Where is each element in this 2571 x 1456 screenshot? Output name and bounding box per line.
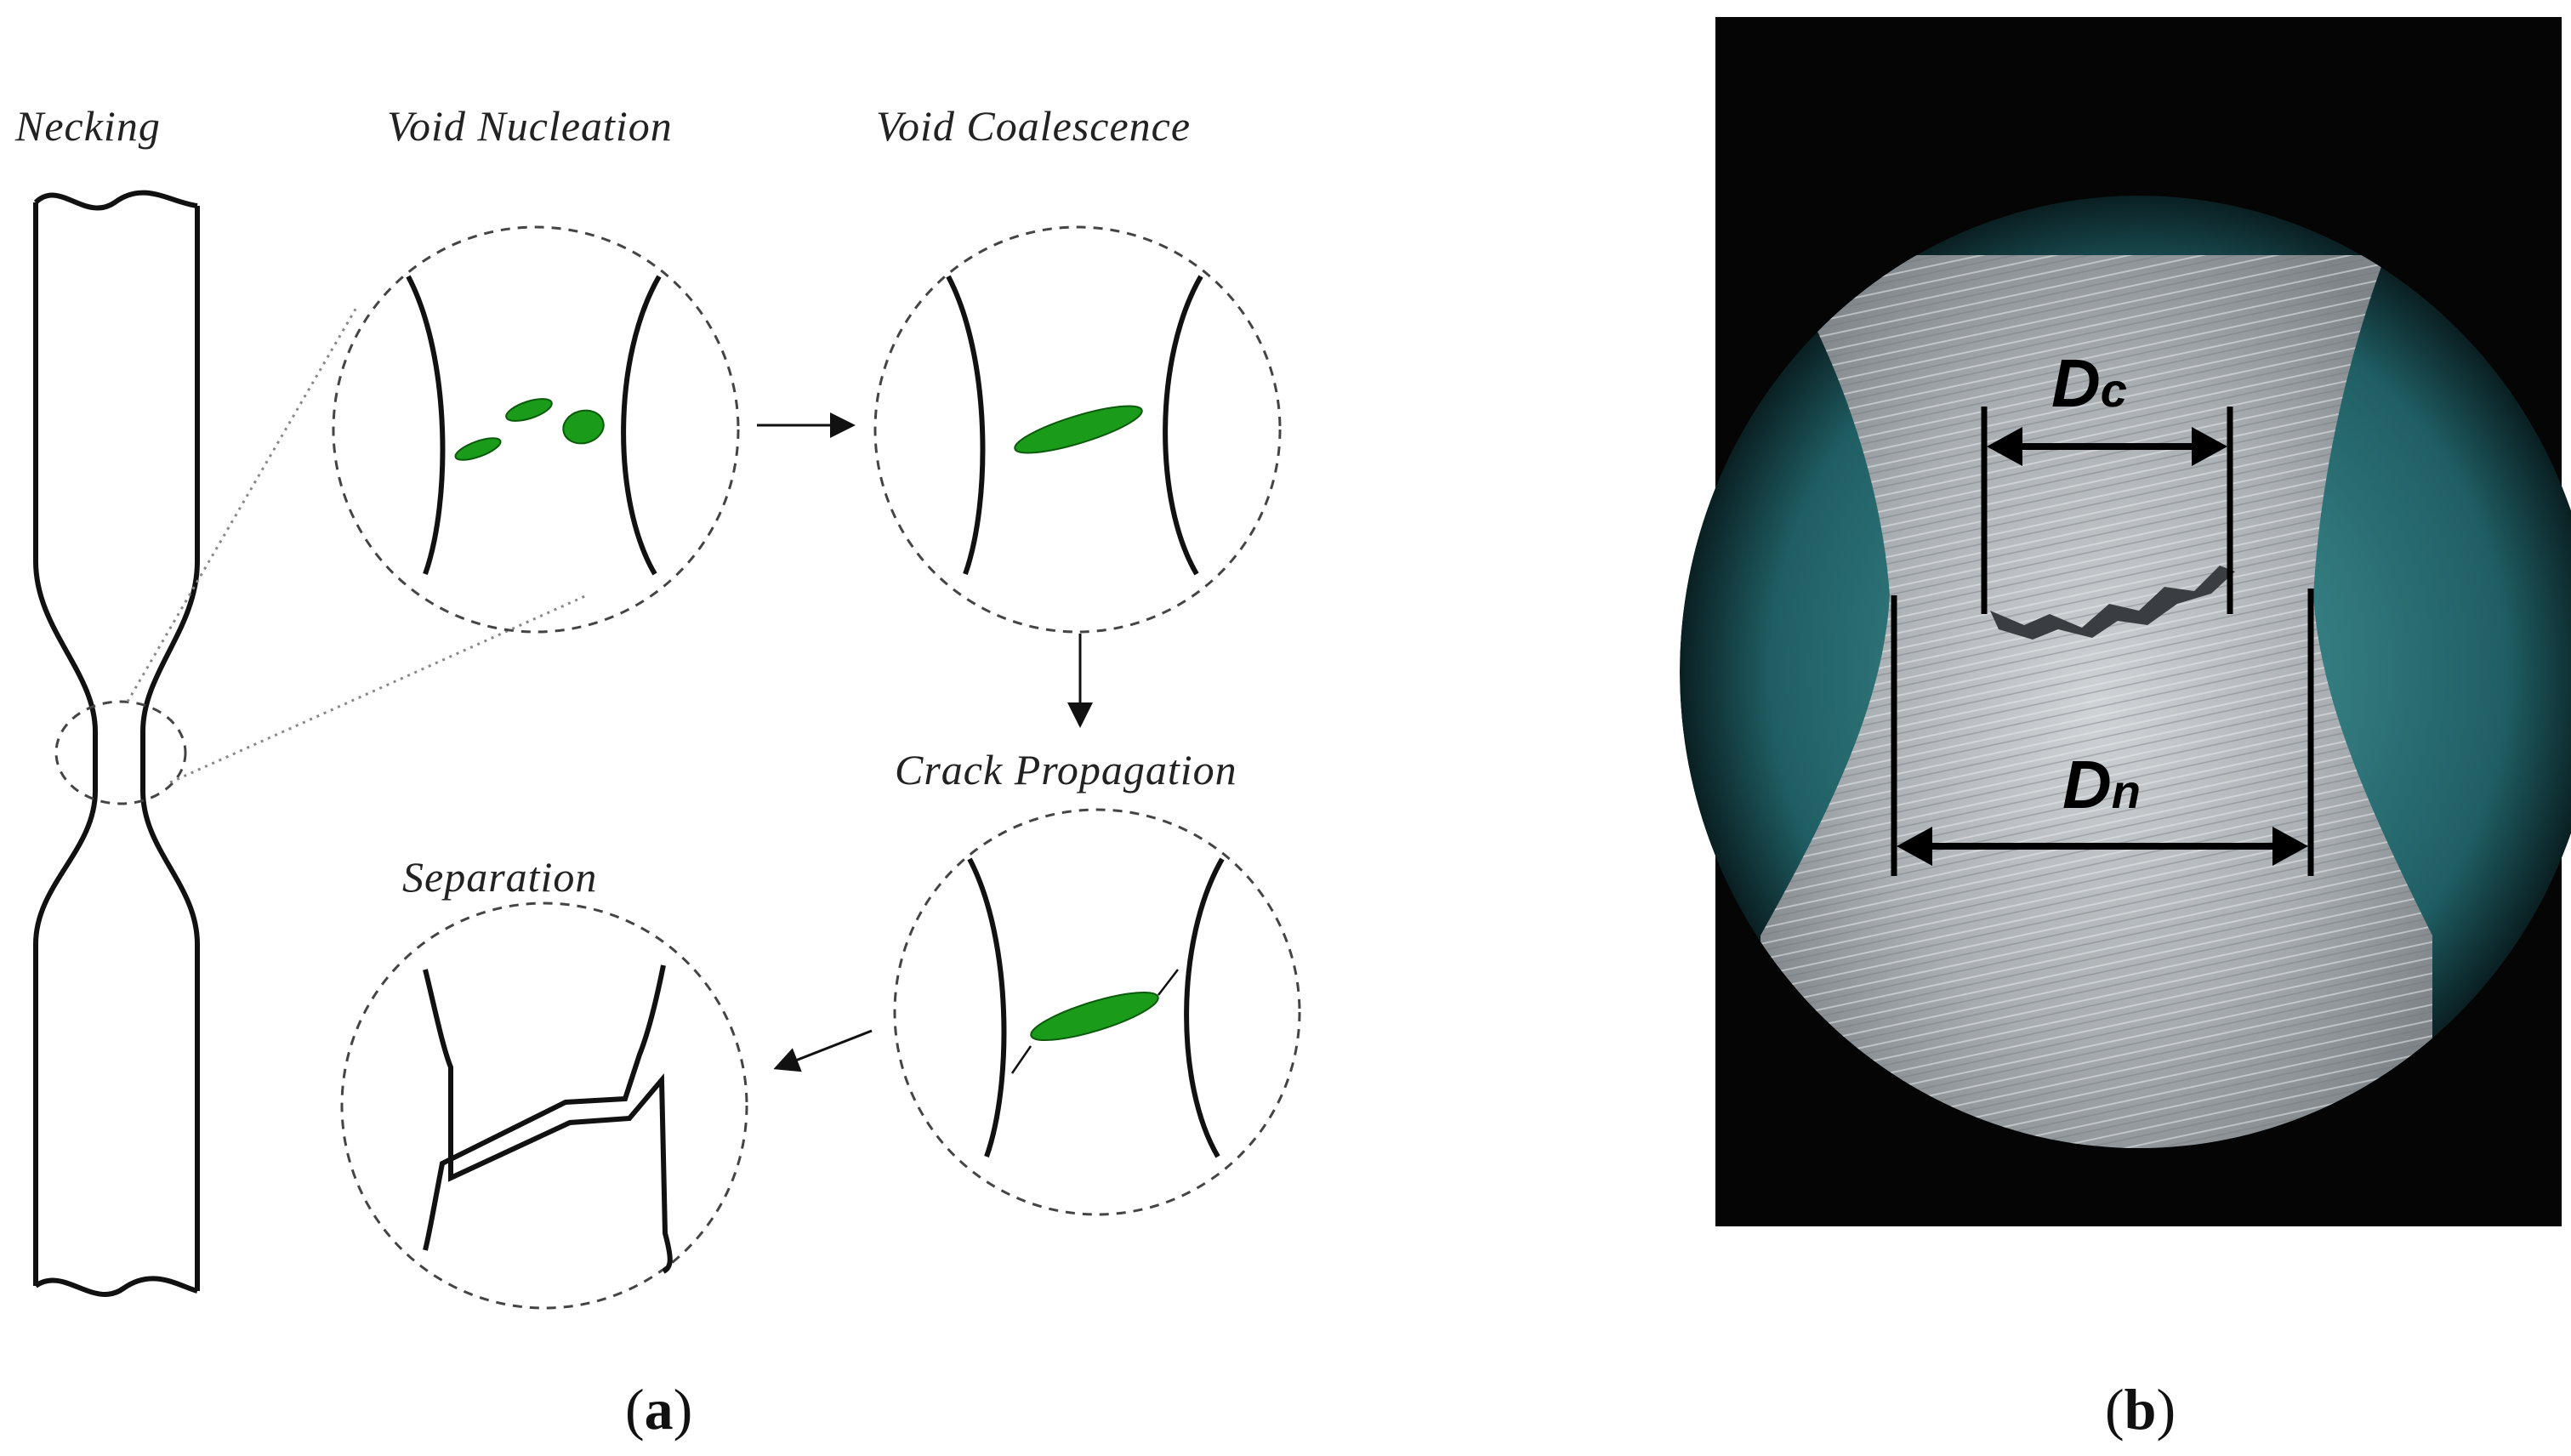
label-void-coalescence: Void Coalescence [876, 102, 1191, 150]
caption-a: (a) [625, 1377, 692, 1442]
stage-crack-propagation [893, 808, 1301, 1216]
void-coalesced [1014, 405, 1143, 454]
caption-b: (b) [2105, 1377, 2176, 1442]
panel-b: Dc Dn (b) [1680, 17, 2571, 1442]
void-small-1 [454, 437, 502, 461]
dimension-dn: Dn [1891, 589, 2314, 876]
arrow-to-separation [773, 1029, 873, 1072]
stage-separation [340, 901, 748, 1310]
fracture-crack [1990, 566, 2235, 640]
label-void-nucleation: Void Nucleation [387, 102, 673, 150]
zoom-line-bottom [169, 594, 588, 784]
void-small-3 [562, 409, 605, 445]
label-necking: Necking [14, 102, 161, 150]
neck-zoom-circle [54, 700, 187, 805]
panel-a: Necking Void Nucleation Void Coalescence… [14, 102, 1301, 1442]
dimension-dc: Dc [1981, 345, 2233, 614]
zoom-line-top [126, 305, 359, 702]
label-dn: Dn [2062, 747, 2141, 822]
stage-void-nucleation [332, 225, 740, 634]
void-small-2 [505, 398, 553, 422]
label-separation: Separation [402, 853, 597, 901]
void-crack [1030, 991, 1159, 1042]
stage-void-coalescence [873, 225, 1282, 634]
necked-specimen [33, 190, 200, 1297]
label-crack-propagation: Crack Propagation [895, 746, 1237, 793]
label-dc: Dc [2051, 345, 2127, 421]
